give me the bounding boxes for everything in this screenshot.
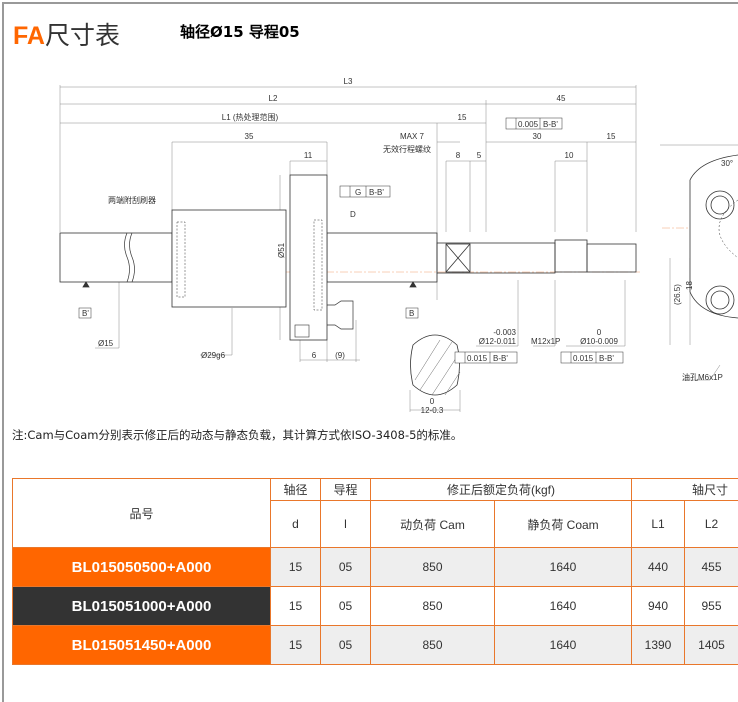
cell-l: 05 [321,548,371,587]
tol2: Ø10-0.009 [580,337,618,346]
cell-L1: 440 [632,548,685,587]
part-number[interactable]: BL015050500+A000 [13,548,271,587]
cell-d: 15 [271,626,321,665]
tol1: Ø12-0.011 [479,337,517,346]
runout2-value: 0.015 [573,354,594,363]
tol2-upper: 0 [597,328,602,337]
cell-L1: 1390 [632,626,685,665]
perp-ref: B-B' [543,120,558,129]
dim-9: (9) [335,351,345,360]
dim-8: 8 [456,151,461,160]
header-L2: L2 [685,501,738,548]
dim-18: 18 [685,281,694,290]
header-lead: 导程 [321,479,371,501]
dim-D: D [350,210,356,219]
spec-table: 品号 轴径 导程 修正后额定负荷(kgf) 轴尺寸 d l 动负荷 Cam 静负… [12,478,738,665]
dim-15b: 15 [607,132,616,141]
dim-max7: MAX 7 [400,132,425,141]
dim-L2: L2 [269,94,278,103]
header-coam: 静负荷 Coam [495,501,632,548]
dim-phi15: Ø15 [98,339,114,348]
runout-symbol: G [355,188,361,197]
thread-m12: M12x1P [531,337,560,346]
dim-L3: L3 [344,77,353,86]
dim-11: 11 [304,151,313,160]
datum-B-prime: B' [82,309,89,318]
technical-drawing: L3 L2 L1 (热处理范围) 45 15 35 11 MAX 7 无效行程螺… [0,0,738,420]
cell-coam: 1640 [495,548,632,587]
cell-L2: 455 [685,548,738,587]
dim-flat: 12-0.3 [421,406,444,415]
cell-L1: 940 [632,587,685,626]
dim-15a: 15 [458,113,467,122]
dim-phi29: Ø29g6 [201,351,226,360]
datum-B: B [409,309,414,318]
footnote: 注:Cam与Coam分别表示修正后的动态与静态负载，其计算方式依ISO-3408… [12,427,462,443]
header-cam: 动负荷 Cam [371,501,495,548]
dim-L1: L1 (热处理范围) [222,112,279,122]
cell-L2: 1405 [685,626,738,665]
runout1-value: 0.015 [467,354,488,363]
header-d: d [271,501,321,548]
header-load: 修正后额定负荷(kgf) [371,479,632,501]
runout-ref: B-B' [369,188,384,197]
tol1-upper: -0.003 [493,328,516,337]
dim-45: 45 [557,94,566,103]
header-L1: L1 [632,501,685,548]
cell-cam: 850 [371,587,495,626]
cell-d: 15 [271,587,321,626]
dim-26-5: (26.5) [673,284,682,305]
part-number[interactable]: BL015051000+A000 [13,587,271,626]
header-l: l [321,501,371,548]
dim-30: 30 [533,132,542,141]
flat-upper: 0 [430,397,435,406]
cell-l: 05 [321,626,371,665]
header-axis: 轴尺寸 [632,479,738,501]
table-row: BL015050500+A000 15 05 850 1640 440 455 [13,548,738,587]
cell-cam: 850 [371,626,495,665]
dim-10: 10 [565,151,574,160]
cell-coam: 1640 [495,626,632,665]
table-row: BL015051450+A000 15 05 850 1640 1390 140… [13,626,738,665]
perp-value: 0.005 [518,120,539,129]
runout2-ref: B-B' [599,354,614,363]
header-part: 品号 [13,479,271,548]
cell-L2: 955 [685,587,738,626]
oil-hole-label: 油孔M6x1P [682,372,723,382]
dim-35: 35 [245,132,254,141]
cell-coam: 1640 [495,587,632,626]
dim-6: 6 [312,351,317,360]
invalid-thread-label: 无效行程螺纹 [383,144,431,154]
cell-cam: 850 [371,548,495,587]
dim-5: 5 [477,151,482,160]
wiper-label: 两端附刮刷器 [108,195,156,205]
cell-d: 15 [271,548,321,587]
header-shaft: 轴径 [271,479,321,501]
part-number[interactable]: BL015051450+A000 [13,626,271,665]
runout1-ref: B-B' [493,354,508,363]
dim-angle: 30° [721,159,733,168]
cell-l: 05 [321,587,371,626]
table-row: BL015051000+A000 15 05 850 1640 940 955 [13,587,738,626]
dim-phi51: Ø51 [277,242,286,258]
